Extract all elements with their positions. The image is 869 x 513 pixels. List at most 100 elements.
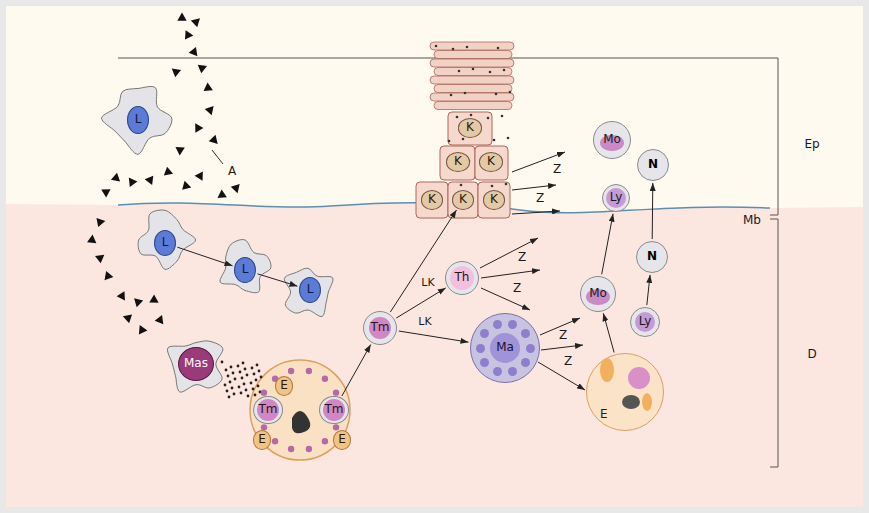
granule xyxy=(493,367,502,376)
antigen xyxy=(95,255,105,264)
granule xyxy=(521,329,530,338)
cell-label: Tm xyxy=(370,321,389,334)
dermis-ground xyxy=(6,203,863,507)
antigen xyxy=(109,173,120,184)
layer-bracket xyxy=(770,58,778,467)
granule xyxy=(256,364,259,367)
cell-label: L xyxy=(307,283,314,296)
corneum-layer xyxy=(430,42,514,50)
antigen xyxy=(191,121,203,133)
granule xyxy=(241,377,244,380)
keratinocyte-nucleus: K xyxy=(483,190,505,209)
granule xyxy=(237,365,240,368)
cytokine-label: Z xyxy=(564,355,572,368)
membrane-label: Mb xyxy=(743,214,761,227)
granule xyxy=(242,362,245,365)
antigen xyxy=(87,235,99,247)
granule xyxy=(288,368,294,374)
immune-cell: Th xyxy=(445,261,479,295)
desmosome-dot xyxy=(501,115,504,118)
granule xyxy=(250,382,253,385)
cytokine-label: Z xyxy=(518,251,526,264)
antigen xyxy=(189,47,201,59)
antigen xyxy=(197,65,207,74)
granule xyxy=(232,372,235,375)
nucleus xyxy=(622,395,640,409)
desmosome-dot xyxy=(466,46,469,49)
granule xyxy=(227,375,230,378)
cell-label: E xyxy=(338,433,346,446)
migration-arrow xyxy=(342,345,371,396)
granule xyxy=(257,385,260,388)
desmosome-dot xyxy=(450,94,453,97)
granule xyxy=(247,395,250,398)
desmosome-dot xyxy=(489,71,492,74)
cytokine-label: Z xyxy=(553,163,561,176)
layer-label: Ep xyxy=(804,138,819,151)
granule xyxy=(243,383,246,386)
granule xyxy=(508,320,517,329)
immune-cell: E xyxy=(275,376,293,395)
antigen xyxy=(209,134,220,144)
granule xyxy=(480,329,489,338)
migration-arrow xyxy=(647,275,650,305)
granule xyxy=(258,370,261,373)
immune-cell: E xyxy=(253,430,271,449)
epidermis-ground xyxy=(6,6,863,507)
cell-label: Ma xyxy=(496,341,514,354)
antigen xyxy=(126,178,138,189)
granule xyxy=(322,376,328,382)
cell-label: K xyxy=(490,193,498,206)
desmosome-dot xyxy=(495,93,498,96)
granule xyxy=(508,367,517,376)
immune-cell: Ly xyxy=(630,307,660,337)
immune-cell: N xyxy=(636,241,668,273)
desmosome-dot xyxy=(470,114,473,117)
antigen xyxy=(201,83,213,95)
antigen xyxy=(145,176,157,187)
cell-label: Ly xyxy=(639,315,652,328)
cytokine-label: Z xyxy=(536,192,544,205)
granule xyxy=(228,396,231,399)
keratinocyte-nucleus: K xyxy=(446,152,470,171)
antigen xyxy=(123,311,135,323)
granule xyxy=(306,368,312,374)
antigen-leader xyxy=(212,150,223,164)
cell-body xyxy=(220,240,271,293)
granule xyxy=(526,344,535,353)
granule xyxy=(261,389,267,395)
immune-cell: Ma xyxy=(470,313,540,383)
antigen xyxy=(96,216,106,227)
cell-label: E xyxy=(600,408,608,421)
immune-cell: E xyxy=(586,353,664,431)
immune-cell: Tm xyxy=(363,311,397,345)
granule xyxy=(246,374,249,377)
desmosome-dot xyxy=(462,138,465,141)
granule xyxy=(239,371,242,374)
cell-label: Mo xyxy=(589,287,607,300)
granule xyxy=(260,376,263,379)
immune-cell: L xyxy=(127,106,149,134)
granule xyxy=(224,384,227,387)
cell-label: Th xyxy=(455,271,470,284)
cell-label: Mo xyxy=(603,133,621,146)
immune-cell: Mas xyxy=(178,347,214,381)
nucleus xyxy=(642,393,652,411)
antigen xyxy=(155,315,167,327)
antigen xyxy=(139,325,148,335)
migration-arrow xyxy=(603,313,614,352)
granule xyxy=(240,392,243,395)
granule xyxy=(253,373,256,376)
cell-body xyxy=(167,341,222,392)
cell-body xyxy=(102,86,172,154)
granule xyxy=(333,389,339,395)
cell-label: K xyxy=(454,155,462,168)
desmosome-dot xyxy=(452,48,455,51)
antigen-label: A xyxy=(228,165,236,178)
antigen xyxy=(180,180,191,190)
antigen xyxy=(99,185,111,197)
antigen xyxy=(131,295,143,307)
granule xyxy=(493,320,502,329)
